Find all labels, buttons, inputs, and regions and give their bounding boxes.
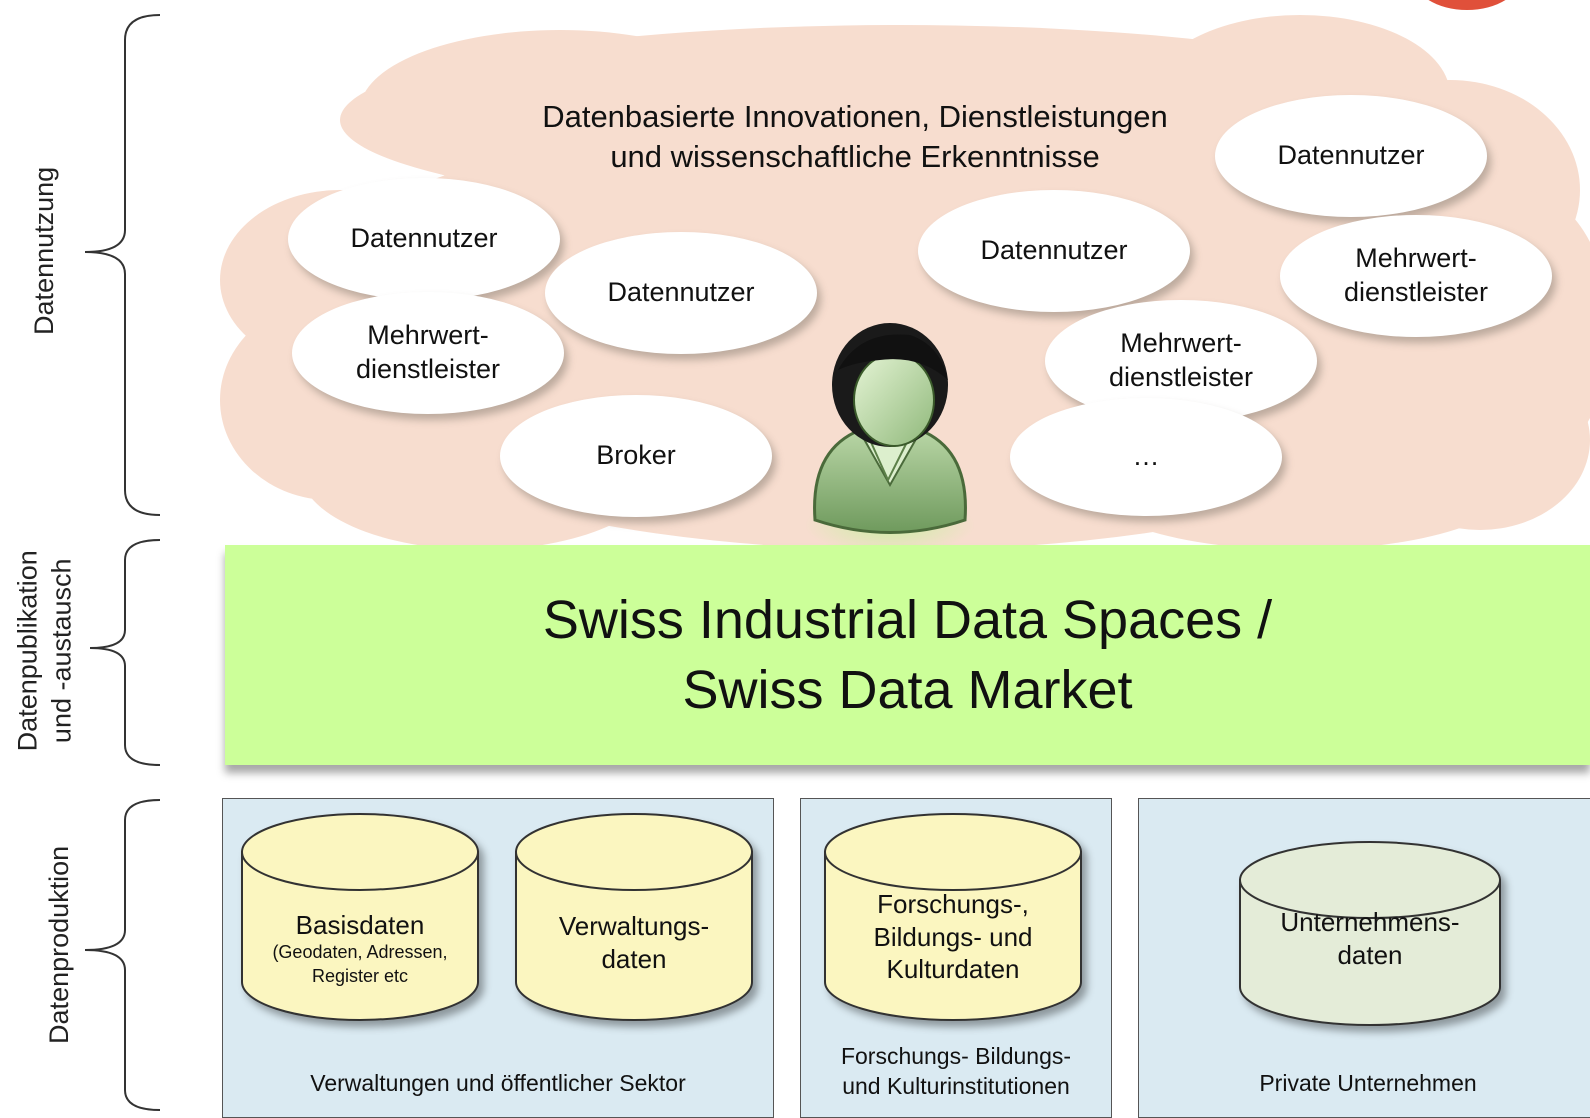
db-unternehmensdaten-label: Unternehmens- daten [1240,906,1500,971]
db-verwaltungsdaten-label: Verwaltungs- daten [516,910,752,975]
panel-private-label: Private Unternehmen [1259,1070,1477,1096]
bubble-label-line-1: Mehrwert- [1120,328,1242,359]
swiss-data-market-bar: Swiss Industrial Data Spaces / Swiss Dat… [225,545,1590,765]
database-icon-verwaltungsdaten [515,813,753,1021]
bubble-mehrwertdienstleister: Mehrwert- dienstleister [1280,215,1552,337]
db-basisdaten-label: Basisdaten (Geodaten, Adressen, Register… [242,910,478,988]
bubble-label-line-2: dienstleister [1108,362,1254,392]
cloud-headline: Datenbasierte Innovationen, Dienstleistu… [455,97,1255,178]
bubble-label-line-2: dienstleister [1343,277,1489,307]
bubble-label-line-2: dienstleister [355,354,501,384]
db-forschungsdaten-line-1: Forschungs-, [877,889,1029,919]
market-line-1: Swiss Industrial Data Spaces / [542,589,1273,650]
cloud-headline-line-1: Datenbasierte Innovationen, Dienstleistu… [542,99,1168,134]
market-line-2: Swiss Data Market [682,660,1133,720]
panel-research-label-line-2: und Kulturinstitutionen [842,1072,1070,1099]
brace-publikation [89,539,161,766]
db-unternehmensdaten-line-1: Unternehmens- [1280,907,1460,937]
bubble-label: Datennutzer [980,235,1128,266]
bubble-label-line-1: Mehrwert- [367,320,489,351]
db-basisdaten-sub-2: Register etc [311,965,409,986]
database-icon-basisdaten [241,813,479,1021]
bubble-label: … [1132,441,1160,472]
panel-research-label: Forschungs- Bildungs- und Kulturinstitut… [801,1042,1111,1102]
bubble-label: Datennutzer [607,277,755,308]
db-forschungsdaten-label: Forschungs-, Bildungs- und Kulturdaten [825,888,1081,986]
bubble-label: Datennutzer [350,223,498,254]
db-unternehmensdaten-line-2: daten [1337,939,1403,970]
bubble-label-line-1: Mehrwert- [1355,243,1477,274]
cloud-headline-line-2: und wissenschaftliche Erkenntnisse [610,139,1100,175]
corner-accent-shape [1412,0,1522,10]
bubble-mehrwertdienstleister: Mehrwert- dienstleister [1045,300,1317,422]
panel-public-sector-label: Verwaltungen und öffentlicher Sektor [310,1070,686,1096]
brace-produktion [84,799,161,1111]
bubble-datennutzer: Datennutzer [545,232,817,354]
panel-research-label-line-1: Forschungs- Bildungs- [840,1043,1072,1069]
database-icon-unternehmensdaten [1239,841,1501,1026]
bubble-datennutzer: Datennutzer [918,190,1190,312]
db-verwaltungsdaten-line-2: daten [601,943,667,974]
db-basisdaten-sub-1: (Geodaten, Adressen, [272,942,448,963]
braces [84,14,161,1111]
person-icon [805,323,975,555]
bubble-ellipsis: … [1010,398,1282,516]
db-basisdaten-title: Basisdaten [295,910,425,940]
bubble-datennutzer: Datennutzer [288,178,560,300]
db-forschungsdaten-line-2: Bildungs- und [873,921,1033,952]
bubble-datennutzer: Datennutzer [1215,95,1487,217]
bubble-label: Broker [596,440,676,471]
db-verwaltungsdaten-line-1: Verwaltungs- [558,911,710,941]
bubble-label: Datennutzer [1277,140,1425,171]
brace-nutzung [84,14,161,516]
db-forschungsdaten-line-3: Kulturdaten [886,954,1020,984]
bubble-broker: Broker [500,395,772,517]
database-icon-forschungsdaten [824,813,1082,1021]
bubble-mehrwertdienstleister: Mehrwert- dienstleister [292,292,564,414]
